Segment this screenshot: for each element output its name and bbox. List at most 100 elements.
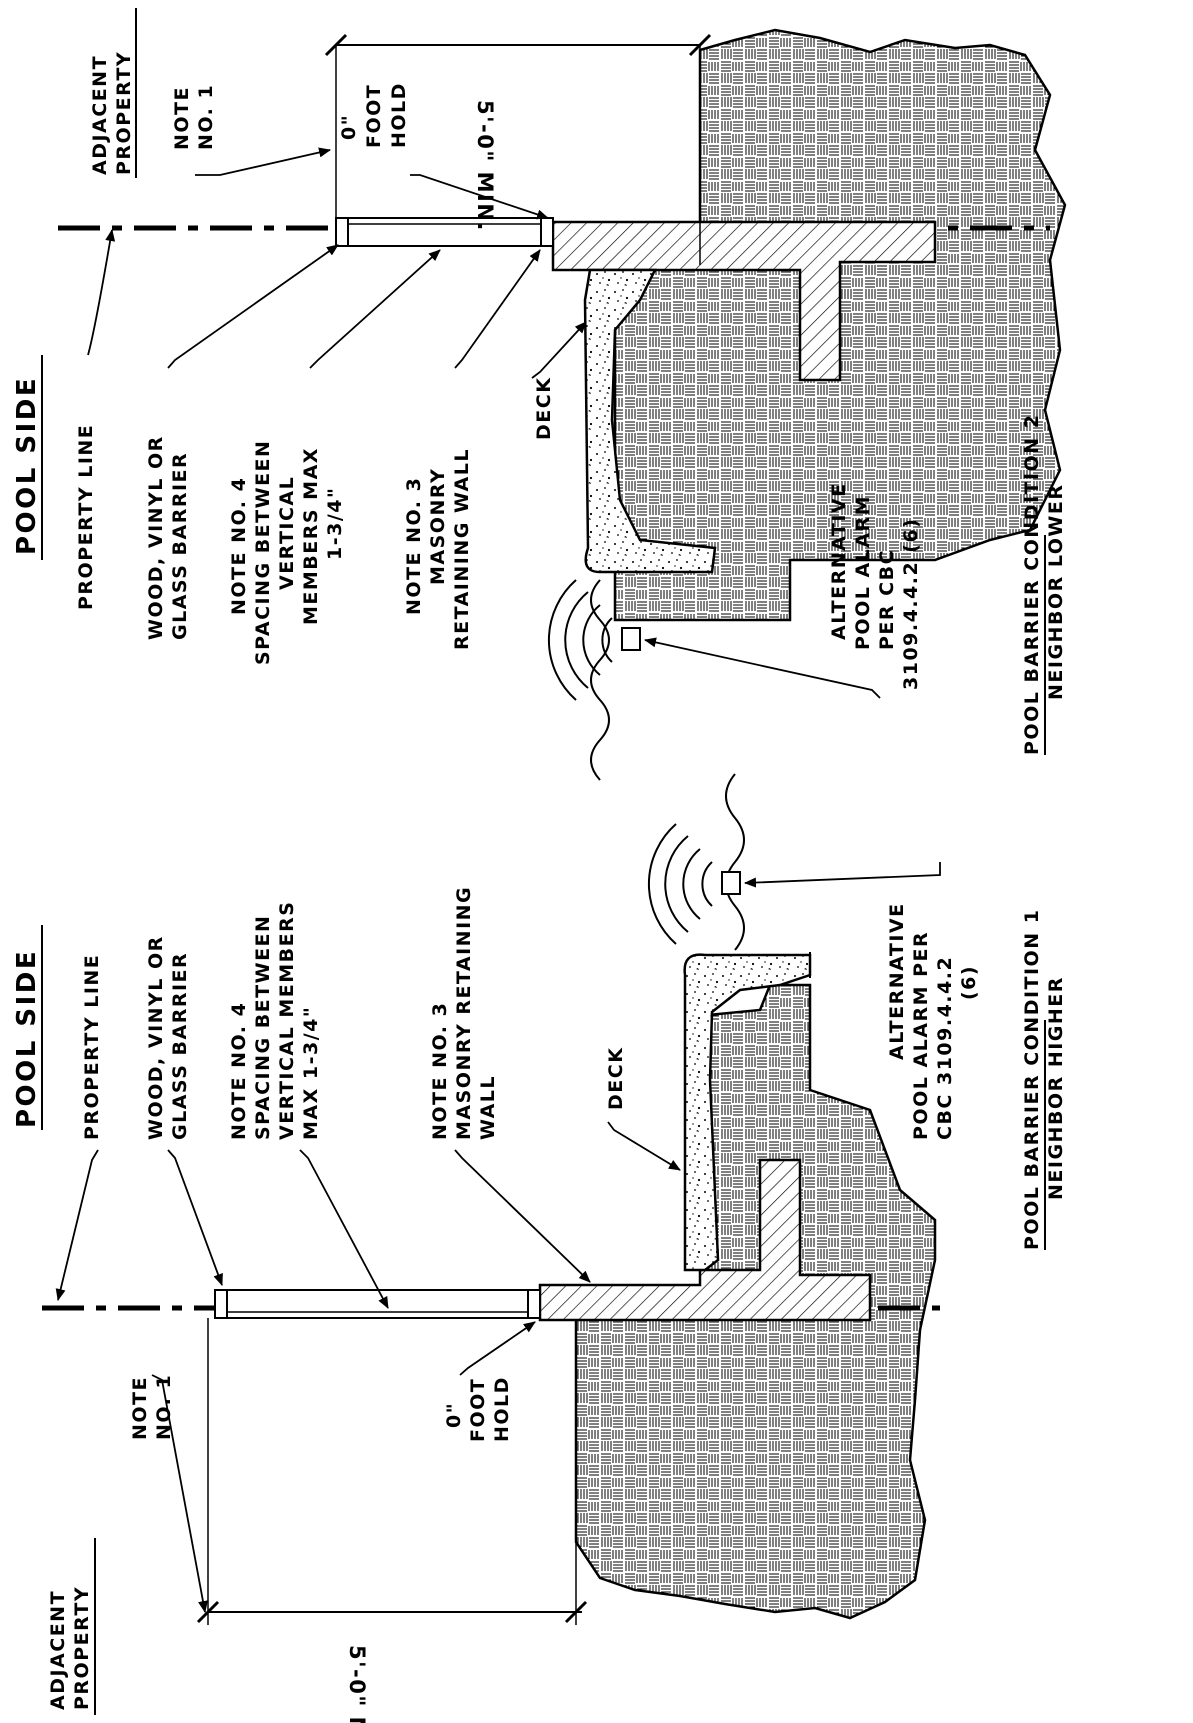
c1-leader-deck	[607, 1121, 681, 1171]
c1-alarm-signal-icon	[647, 823, 713, 945]
c2-alarm-signal-icon	[547, 579, 613, 701]
svg-text:NOTE NO. 3: NOTE NO. 3	[429, 1002, 451, 1140]
svg-text:WOOD, VINYL OR: WOOD, VINYL OR	[145, 435, 167, 640]
svg-text:NO. 1: NO. 1	[153, 1374, 175, 1440]
c1-condition-title: POOL BARRIER CONDITION 1	[1021, 909, 1043, 1250]
c1-leader-property-line	[55, 1149, 99, 1301]
c2-leader-barrier	[167, 244, 339, 369]
svg-text:NO. 1: NO. 1	[195, 84, 217, 150]
c1-barrier-label: WOOD, VINYL OR GLASS BARRIER	[145, 935, 191, 1140]
svg-text:GLASS BARRIER: GLASS BARRIER	[169, 952, 191, 1140]
c1-adjacent-property-label: ADJACENT PROPERTY	[47, 1586, 93, 1710]
svg-text:NOTE NO. 4: NOTE NO. 4	[228, 1002, 250, 1140]
c1-leader-note3	[454, 1149, 591, 1283]
c2-barrier-label: WOOD, VINYL OR GLASS BARRIER	[145, 435, 191, 640]
c2-property-line-label: PROPERTY LINE	[75, 424, 97, 610]
c1-pool-side-title: POOL SIDE	[12, 949, 42, 1128]
svg-text:NOTE: NOTE	[171, 86, 193, 150]
svg-text:NOTE NO. 4: NOTE NO. 4	[228, 477, 250, 615]
c1-note-4-label: NOTE NO. 4 SPACING BETWEEN VERTICAL MEMB…	[228, 901, 322, 1140]
c1-barrier-cap-top	[214, 1289, 228, 1319]
svg-text:NOTE: NOTE	[129, 1376, 151, 1440]
c1-leader-note4	[299, 1149, 389, 1309]
svg-text:ADJACENT: ADJACENT	[47, 1590, 69, 1710]
svg-text:SPACING BETWEEN: SPACING BETWEEN	[252, 915, 274, 1140]
condition-1-detail	[41, 773, 1046, 1715]
c1-leader-note1	[151, 1374, 208, 1613]
c1-note-3-label: NOTE NO. 3 MASONRY RETAINING WALL	[429, 886, 499, 1140]
c2-pool-side-title: POOL SIDE	[12, 376, 42, 555]
c2-leader-note3	[454, 249, 541, 369]
svg-text:FOOT: FOOT	[363, 84, 385, 148]
svg-text:VERTICAL: VERTICAL	[276, 476, 298, 590]
c1-barrier	[214, 1289, 541, 1319]
svg-text:POOL ALARM: POOL ALARM	[852, 495, 874, 650]
c2-barrier-cap-bottom	[540, 217, 554, 247]
c1-concrete-deck	[683, 953, 812, 1272]
c2-leader-note4	[309, 249, 441, 369]
svg-text:NOTE NO. 3: NOTE NO. 3	[403, 477, 425, 615]
c2-note-3-label: NOTE NO. 3 MASONRY RETAINING WALL	[403, 448, 473, 650]
svg-text:PROPERTY: PROPERTY	[71, 1586, 93, 1710]
svg-text:ALTERNATIVE: ALTERNATIVE	[828, 482, 850, 640]
svg-text:MASONRY: MASONRY	[427, 468, 449, 585]
c1-alarm-label: ALTERNATIVE POOL ALARM PER CBC 3109.4.4.…	[886, 902, 980, 1140]
c1-dimension-label: 5'-0" MIN.	[345, 1645, 369, 1723]
c1-property-line-label: PROPERTY LINE	[81, 954, 103, 1140]
svg-text:PROPERTY: PROPERTY	[113, 51, 135, 175]
c2-alarm-label: ALTERNATIVE POOL ALARM PER CBC 3109.4.4.…	[828, 482, 922, 690]
c2-barrier	[335, 217, 554, 247]
svg-text:HOLD: HOLD	[491, 1376, 513, 1442]
condition-1-labels: POOL SIDE PROPERTY LINE ADJACENT PROPERT…	[12, 886, 1067, 1723]
c2-adjacent-property-label: ADJACENT PROPERTY	[89, 51, 135, 175]
condition-2-labels: POOL SIDE PROPERTY LINE ADJACENT PROPERT…	[12, 51, 1067, 755]
svg-text:MEMBERS MAX: MEMBERS MAX	[300, 447, 322, 625]
svg-text:ALTERNATIVE: ALTERNATIVE	[886, 902, 908, 1060]
c1-deck-label: DECK	[605, 1047, 627, 1110]
c2-leader-alarm	[644, 637, 881, 699]
c2-deck-label: DECK	[533, 377, 555, 440]
svg-text:WOOD, VINYL OR: WOOD, VINYL OR	[145, 935, 167, 1140]
c2-condition-title: POOL BARRIER CONDITION 2	[1021, 414, 1043, 755]
c1-condition-subtitle: NEIGHBOR HIGHER	[1045, 976, 1067, 1200]
svg-text:SPACING BETWEEN: SPACING BETWEEN	[252, 440, 274, 665]
svg-text:1-3/4": 1-3/4"	[324, 487, 346, 560]
svg-text:HOLD: HOLD	[388, 82, 410, 148]
c2-note-4-label: NOTE NO. 4 SPACING BETWEEN VERTICAL MEMB…	[228, 440, 346, 665]
c1-water-surface	[725, 773, 745, 951]
svg-text:MASONRY RETAINING: MASONRY RETAINING	[453, 886, 475, 1140]
svg-text:(6): (6)	[958, 965, 980, 1000]
svg-text:WALL: WALL	[477, 1075, 499, 1140]
svg-text:3109.4.4.2 (6): 3109.4.4.2 (6)	[900, 518, 922, 690]
svg-text:0": 0"	[443, 1402, 465, 1428]
condition-2-detail	[41, 8, 1067, 781]
c2-condition-subtitle: NEIGHBOR LOWER	[1045, 484, 1067, 700]
c2-note-1-label: NOTE NO. 1	[171, 84, 217, 150]
svg-text:RETAINING WALL: RETAINING WALL	[451, 448, 473, 650]
c2-leader-foothold	[410, 174, 549, 220]
c2-leader-property-line	[87, 229, 116, 356]
c1-pool-alarm-icon	[721, 871, 741, 895]
svg-text:0": 0"	[338, 114, 360, 140]
c2-foot-hold-label: 0" FOOT HOLD	[338, 82, 410, 148]
c2-water-surface	[590, 579, 610, 781]
svg-text:GLASS BARRIER: GLASS BARRIER	[169, 452, 191, 640]
c1-note-1-label: NOTE NO. 1	[129, 1374, 175, 1440]
c2-concrete-deck	[583, 268, 717, 574]
c2-barrier-cap-top	[335, 217, 349, 247]
c2-pool-alarm-icon	[621, 627, 641, 651]
c1-barrier-cap-bottom	[527, 1289, 541, 1319]
c1-masonry-wall	[538, 1158, 872, 1322]
svg-text:FOOT: FOOT	[467, 1378, 489, 1442]
c2-dimension-label: 5'-0" MIN.	[473, 100, 497, 232]
c2-leader-deck	[531, 321, 587, 379]
c1-foot-hold-label: 0" FOOT HOLD	[443, 1376, 513, 1442]
svg-text:PER CBC: PER CBC	[876, 549, 898, 650]
c1-leader-alarm	[744, 862, 941, 888]
c1-leader-foothold	[459, 1321, 536, 1376]
svg-text:VERTICAL MEMBERS: VERTICAL MEMBERS	[276, 901, 298, 1140]
c2-leader-adjacent	[195, 147, 331, 176]
svg-text:POOL ALARM PER: POOL ALARM PER	[910, 931, 932, 1140]
svg-text:CBC 3109.4.4.2: CBC 3109.4.4.2	[934, 956, 956, 1140]
